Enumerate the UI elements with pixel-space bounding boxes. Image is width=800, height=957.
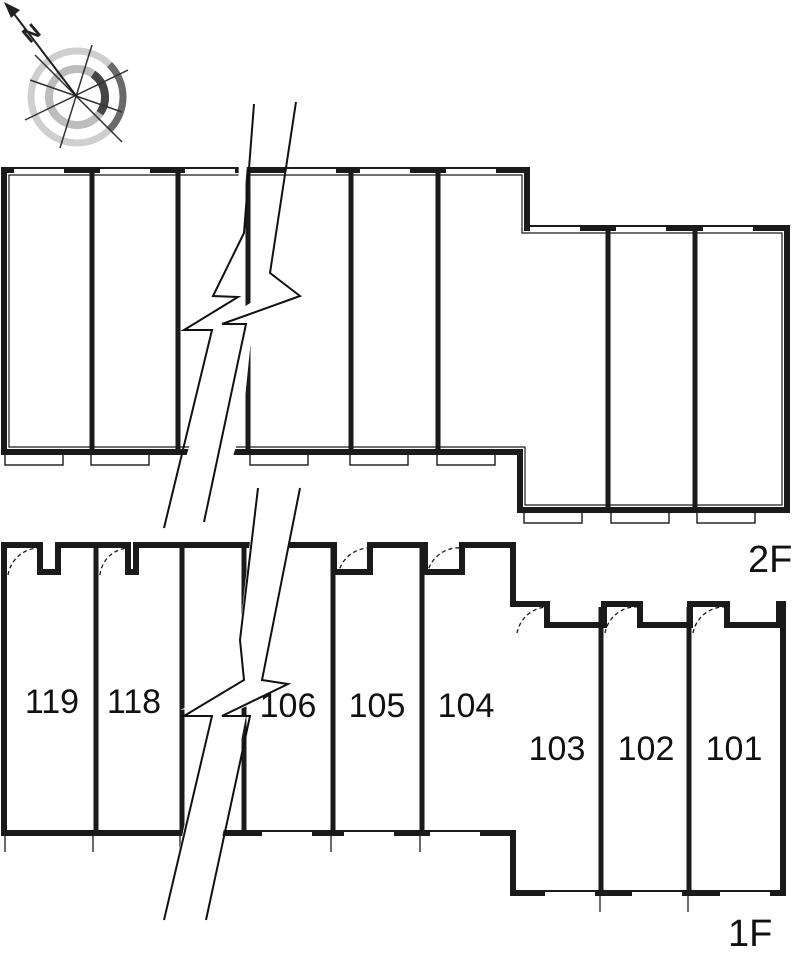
floor-label-1f: 1F: [728, 913, 772, 955]
omission-break-marks: [163, 101, 303, 921]
floor-2f-plan: [1, 167, 790, 524]
room-label-106: 106: [260, 687, 317, 725]
floor-1f-plan: [1, 542, 786, 912]
room-label-119: 119: [25, 683, 79, 721]
compass-rose-icon: N: [4, 2, 129, 149]
room-label-105: 105: [349, 687, 406, 725]
north-arrow-icon: [4, 2, 20, 18]
room-label-118: 118: [107, 683, 161, 721]
floor-label-2f: 2F: [748, 539, 792, 581]
room-label-103: 103: [529, 730, 586, 768]
room-labels: 119 118 106 105 104 103 102 101: [25, 683, 762, 768]
room-label-101: 101: [706, 730, 763, 768]
room-label-102: 102: [618, 730, 675, 768]
room-label-104: 104: [438, 687, 495, 725]
